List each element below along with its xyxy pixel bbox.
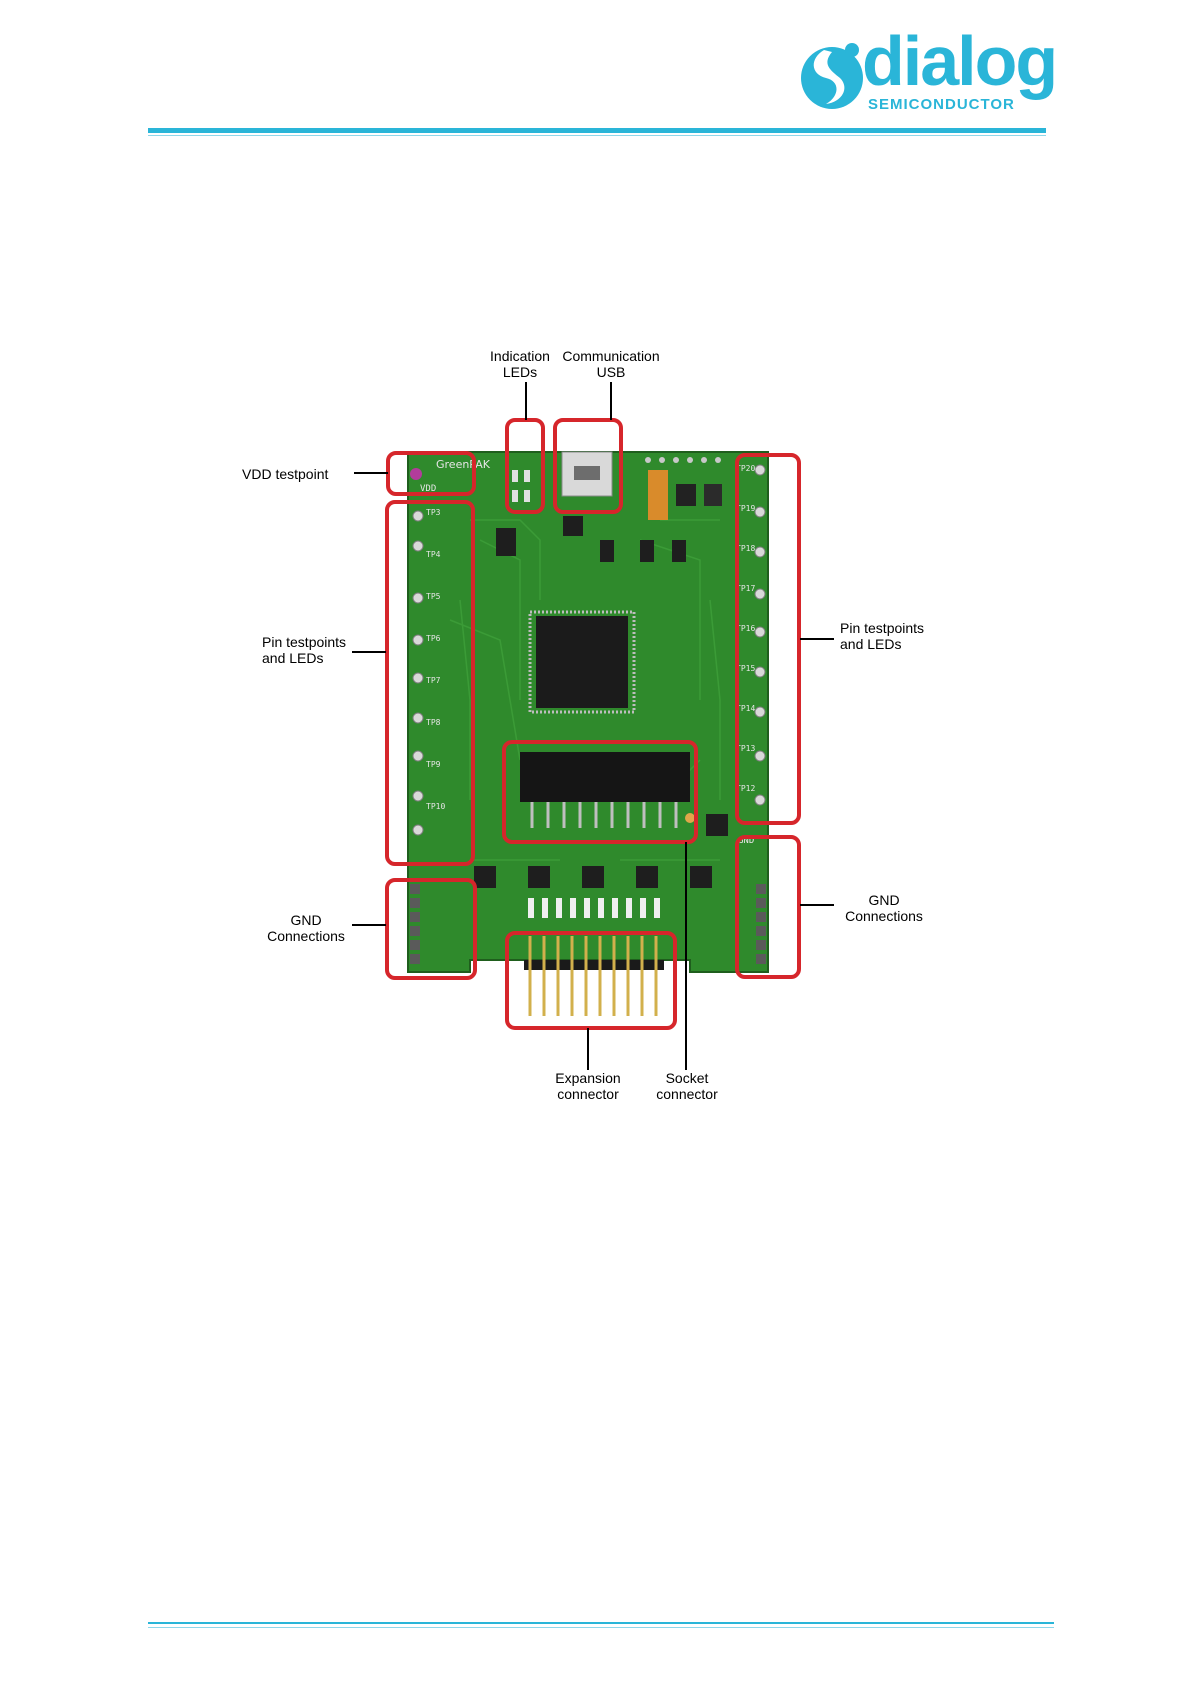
leader-gnd-left — [352, 924, 386, 926]
leader-gnd-right — [800, 904, 834, 906]
footer-rule-thin — [148, 1627, 1054, 1628]
label-communication-usb: Communication USB — [556, 348, 666, 380]
label-pin-testpoints-right: Pin testpoints and LEDs — [840, 620, 924, 652]
label-socket-line1: Socket — [650, 1070, 724, 1086]
socket-connector-highlight — [502, 740, 698, 844]
label-expansion: Expansion connector — [548, 1070, 628, 1102]
leader-expansion — [587, 1028, 589, 1070]
indication-leds-highlight — [505, 418, 545, 514]
label-vdd-testpoint: VDD testpoint — [242, 466, 328, 482]
label-pin-testpoints-left-line1: Pin testpoints — [262, 634, 346, 650]
label-communication-usb-line1: Communication — [556, 348, 666, 364]
label-socket-line2: connector — [650, 1086, 724, 1102]
label-pin-testpoints-right-line2: and LEDs — [840, 636, 924, 652]
label-indication-leds-line2: LEDs — [486, 364, 554, 380]
label-communication-usb-line2: USB — [556, 364, 666, 380]
label-gnd-left-line2: Connections — [264, 928, 348, 944]
leader-pin-testpoints-right — [800, 638, 834, 640]
label-indication-leds: Indication LEDs — [486, 348, 554, 380]
leader-communication-usb — [610, 382, 612, 420]
label-gnd-right-line1: GND — [842, 892, 926, 908]
label-gnd-left: GND Connections — [264, 912, 348, 944]
label-expansion-line1: Expansion — [548, 1070, 628, 1086]
leader-indication-leds — [525, 382, 527, 420]
label-socket: Socket connector — [650, 1070, 724, 1102]
label-indication-leds-line1: Indication — [486, 348, 554, 364]
label-expansion-line2: connector — [548, 1086, 628, 1102]
label-gnd-left-line1: GND — [264, 912, 348, 928]
pin-testpoints-right-highlight — [735, 453, 801, 825]
gnd-left-highlight — [385, 878, 477, 980]
leader-pin-testpoints-left — [352, 651, 386, 653]
label-pin-testpoints-left: Pin testpoints and LEDs — [262, 634, 346, 666]
footer-rule — [148, 1622, 1054, 1624]
leader-socket — [685, 842, 687, 1070]
gnd-right-highlight — [735, 835, 801, 979]
communication-usb-highlight — [553, 418, 623, 514]
label-gnd-right-line2: Connections — [842, 908, 926, 924]
label-pin-testpoints-left-line2: and LEDs — [262, 650, 346, 666]
label-gnd-right: GND Connections — [842, 892, 926, 924]
label-pin-testpoints-right-line1: Pin testpoints — [840, 620, 924, 636]
leader-vdd-testpoint — [354, 472, 388, 474]
expansion-connector-highlight — [505, 931, 677, 1030]
vdd-testpoint-highlight — [386, 451, 476, 496]
pin-testpoints-left-highlight — [385, 500, 475, 866]
